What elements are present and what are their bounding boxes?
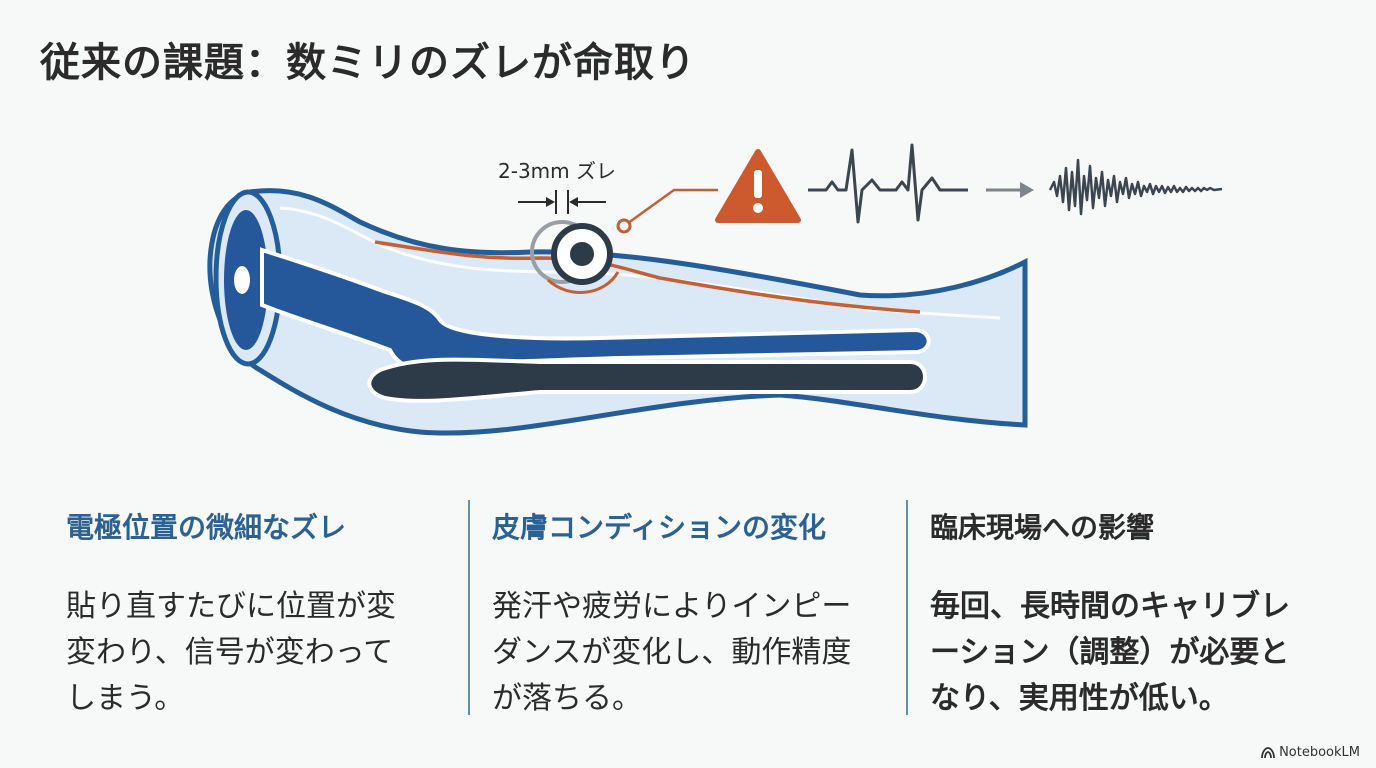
column-body-line: 発汗や疲労によりインピー [492,589,852,624]
arm-cut-end-bone [234,266,250,294]
column-heading: 臨床現場への影響 [930,511,1155,544]
column-body: 毎回、長時間のキャリブレ ーション（調整）が必要と なり、実用性が低い。 [930,584,1350,722]
column-body-line: ダンスが変化し、動作精度 [492,635,852,670]
noisy-signal-waveform [1048,158,1223,216]
column-heading: 電極位置の微細なズレ [66,511,347,544]
arm-cross-section-diagram: 2-3mm ズレ [207,143,1223,436]
column-body-line: ーション（調整）が必要と [930,635,1290,670]
column-body-line: 変わり、信号が変わって [66,635,394,670]
clean-signal-waveform [808,143,968,224]
warning-leader-line [623,188,718,228]
column-electrode-shift: 電極位置の微細なズレ 貼り直すたびに位置が変 変わり、信号が変わって しまう。 [66,500,446,720]
shift-label: 2-3mm ズレ [498,159,616,183]
column-body-line: が落ちる。 [492,681,642,716]
bone [260,247,931,371]
column-body-line: しまう。 [66,681,185,716]
column-clinical-impact: 臨床現場への影響 毎回、長時間のキャリブレ ーション（調整）が必要と なり、実用… [930,500,1350,720]
page-title: 従来の課題：数ミリのズレが命取り [40,40,696,86]
column-heading: 皮膚コンディションの変化 [492,511,827,544]
nerve-line [374,240,921,314]
column-body: 貼り直すたびに位置が変 変わり、信号が変わって しまう。 [66,584,446,722]
column-body-line: 毎回、長時間のキャリブレ [930,589,1290,624]
muscle [367,357,927,403]
transition-arrow-head [1020,182,1034,198]
brand-label: NotebookLM [1279,745,1360,760]
warning-leader-dot [616,218,632,234]
column-divider [468,500,470,715]
electrode-shadow-arc [546,271,620,294]
shift-arrow-left-head [546,197,555,207]
column-divider [906,500,908,715]
arm-inner-outline [279,206,1001,320]
column-skin-condition: 皮膚コンディションの変化 発汗や疲労によりインピー ダンスが変化し、動作精度 が… [492,500,892,720]
electrode-center [570,242,594,266]
shift-arrow-right-head [569,197,578,207]
brand-watermark: NotebookLM [1261,745,1360,760]
column-body: 発汗や疲労によりインピー ダンスが変化し、動作精度 が落ちる。 [492,584,892,722]
column-body-line: なり、実用性が低い。 [930,681,1229,716]
column-body-line: 貼り直すたびに位置が変 [66,589,396,624]
notebooklm-logo-icon [1261,746,1275,758]
warning-triangle-icon [715,149,801,223]
